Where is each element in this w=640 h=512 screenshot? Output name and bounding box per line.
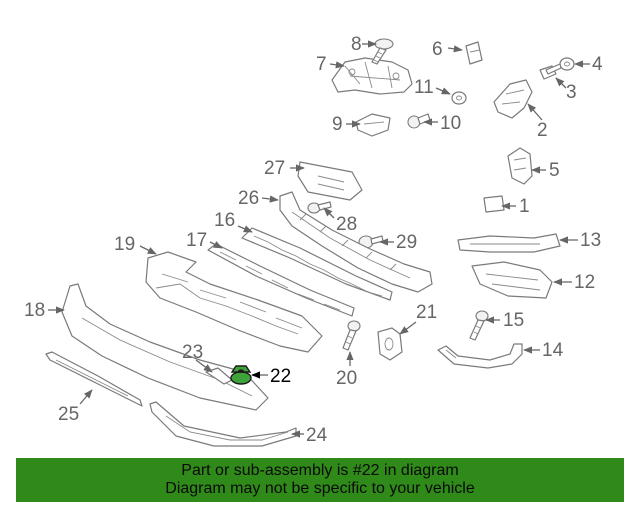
callout-26: 26 — [238, 188, 259, 209]
part-4-nut — [559, 57, 575, 71]
banner-line-part: Part or sub-assembly is #22 in diagram — [181, 462, 459, 479]
callout-2: 2 — [537, 120, 548, 141]
part-28-bolt — [307, 201, 332, 214]
callout-21: 21 — [416, 302, 437, 323]
callout-3: 3 — [566, 82, 577, 103]
callout-28: 28 — [336, 214, 357, 235]
callout-13: 13 — [580, 230, 601, 251]
part-3-bolt — [539, 63, 562, 80]
part-19-shield — [145, 251, 323, 353]
part-11-washer — [451, 91, 467, 105]
part-25-molding — [45, 351, 143, 407]
callout-15: 15 — [503, 310, 524, 331]
callout-8: 8 — [351, 34, 362, 55]
part-17-strip — [207, 243, 355, 317]
callout-16: 16 — [214, 210, 235, 231]
parts-diagram: 8 7 6 4 3 11 2 9 10 5 27 1 26 28 29 13 1… — [24, 34, 603, 447]
callout-23: 23 — [182, 342, 203, 363]
callout-1: 1 — [519, 196, 530, 217]
callout-24: 24 — [306, 425, 328, 446]
callout-17: 17 — [186, 230, 207, 251]
callout-25: 25 — [58, 404, 79, 425]
callout-20: 20 — [336, 368, 357, 389]
part-2-bracket — [493, 79, 533, 119]
part-10-bolt — [407, 113, 431, 129]
part-12-bezel — [471, 261, 553, 299]
part-7-bracket — [331, 57, 413, 95]
callout-7: 7 — [316, 54, 327, 75]
callout-27: 27 — [264, 158, 285, 179]
callout-5: 5 — [549, 160, 560, 181]
banner-line-disclaimer: Diagram may not be specific to your vehi… — [165, 480, 475, 497]
callout-18: 18 — [24, 300, 45, 321]
callout-4: 4 — [592, 54, 603, 75]
part-21-sensor — [377, 327, 403, 361]
callout-9: 9 — [332, 114, 343, 135]
part-15-bolt — [469, 310, 489, 341]
callout-19: 19 — [114, 234, 135, 255]
callout-11: 11 — [414, 77, 434, 98]
part-5-bracket — [507, 147, 533, 185]
callout-22: 22 — [270, 366, 291, 387]
part-13-grille-bar — [457, 233, 561, 253]
part-20-bolt — [342, 320, 361, 351]
callout-6: 6 — [432, 39, 443, 60]
part-26-reinforcement — [279, 191, 433, 293]
part-16-strip — [241, 227, 393, 301]
part-24-skid-plate — [149, 401, 297, 447]
callout-10: 10 — [440, 113, 461, 134]
part-9-clip — [355, 113, 391, 137]
callout-14: 14 — [542, 340, 564, 361]
part-27-plate — [297, 161, 363, 201]
info-banner: Part or sub-assembly is #22 in diagram D… — [16, 458, 624, 502]
part-6-clip — [465, 41, 483, 65]
part-14-harness — [437, 343, 523, 369]
leader-lines — [48, 40, 590, 438]
part-22-nut — [230, 365, 252, 385]
callout-29: 29 — [396, 232, 417, 253]
callout-12: 12 — [574, 272, 595, 293]
part-1-pad — [483, 195, 505, 213]
